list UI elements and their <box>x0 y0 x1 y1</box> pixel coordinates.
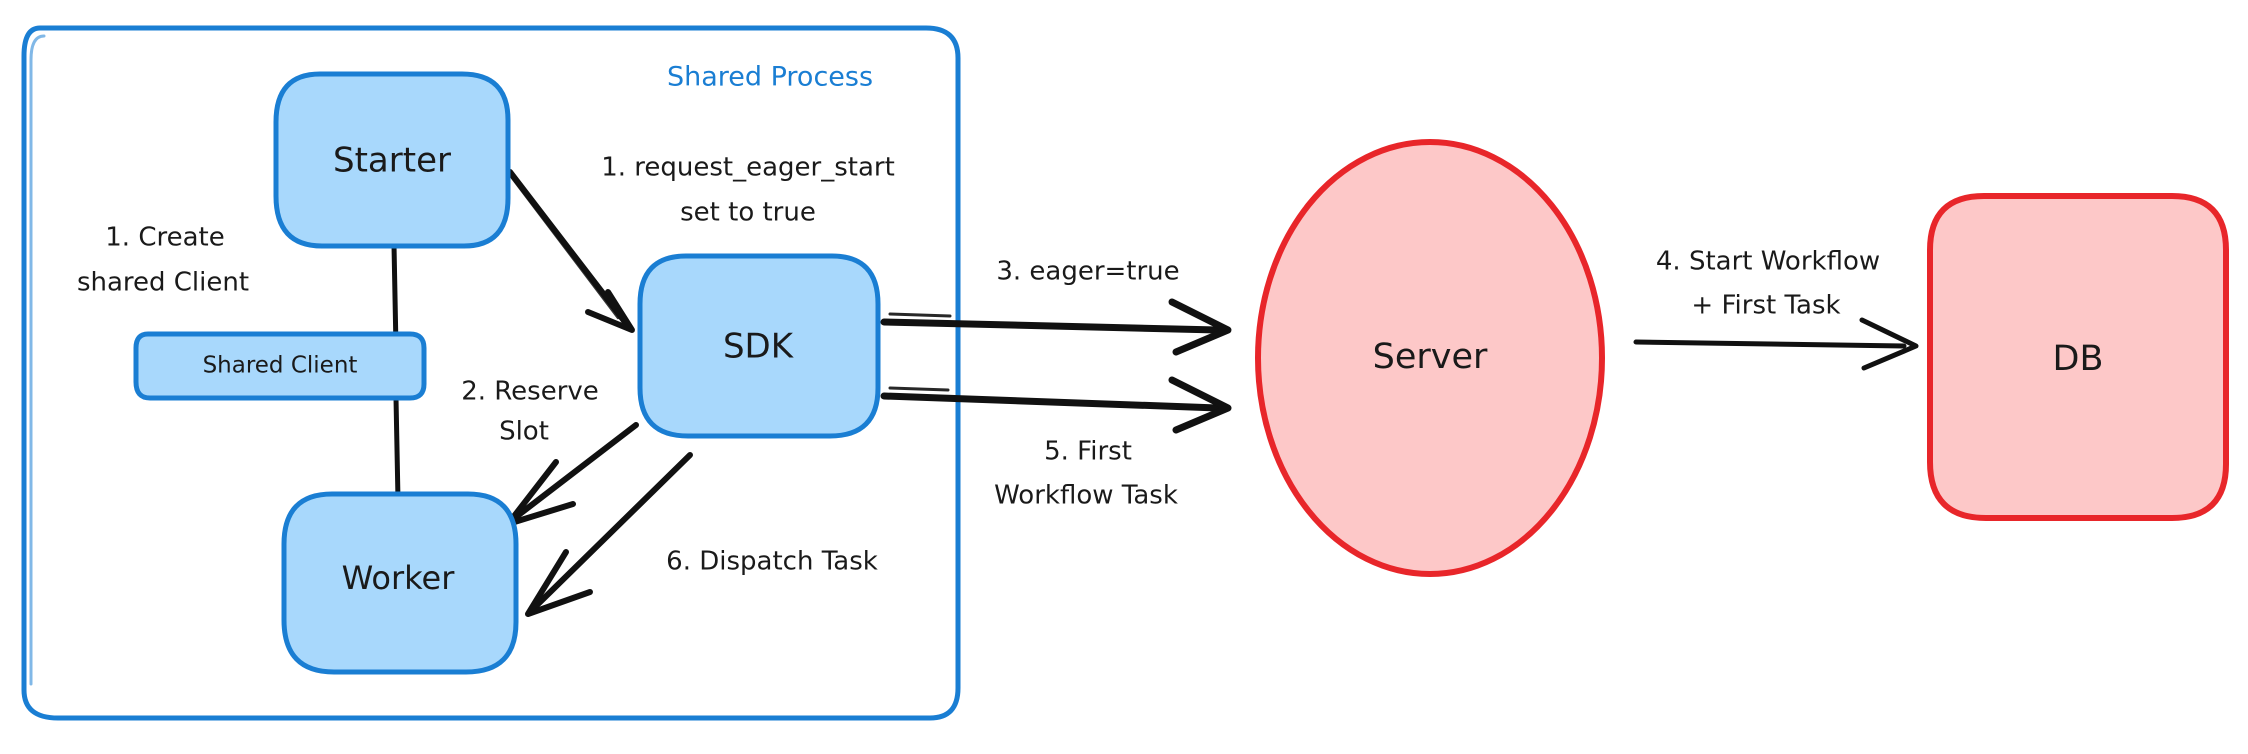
starter-label: Starter <box>333 141 451 181</box>
db-label: DB <box>2053 339 2104 379</box>
arrowhead-icon <box>1168 298 1232 356</box>
edge-starter-to-sdk <box>507 169 635 333</box>
arrowhead-icon <box>585 289 635 333</box>
node-db[interactable]: DB <box>1927 193 2229 521</box>
shared-client-shape <box>133 331 427 401</box>
edge-line <box>509 422 639 523</box>
node-starter[interactable]: Starter <box>273 71 511 249</box>
edge-line-sketch <box>888 386 950 392</box>
edge-label-line2: set to true <box>680 198 816 228</box>
edge-line <box>531 452 693 611</box>
edge-label-line2: Workflow Task <box>994 481 1178 511</box>
edge-label-dispatch-task: 6. Dispatch Task <box>666 547 878 577</box>
edge-label-create-shared-client: 1. Create shared Client <box>77 223 249 298</box>
node-shared-client[interactable]: Shared Client <box>133 331 427 401</box>
arrowhead-icon <box>1859 317 1919 371</box>
edge-label-request-eager-start: 1. request_eager_start set to true <box>601 153 895 228</box>
edge-label-eager-true: 3. eager=true <box>996 257 1179 287</box>
edge-label-line1: 1. Create <box>105 223 224 253</box>
edge-label-line2: Slot <box>499 417 549 447</box>
edge-line <box>880 392 1222 412</box>
shared-process-border-sketch <box>29 34 46 686</box>
edge-line-sketch <box>510 176 620 320</box>
edge-sdk-to-server-firsttask <box>880 376 1232 434</box>
edge-line-starter-sharedclient <box>391 242 399 351</box>
server-shape <box>1255 139 1605 577</box>
edge-label-line2: shared Client <box>77 268 249 298</box>
edge-label-reserve-slot: 2. Reserve Slot <box>461 377 599 447</box>
node-server[interactable]: Server <box>1255 139 1605 577</box>
edge-starter-sharedclient-worker <box>391 242 401 503</box>
edge-label-start-workflow: 4. Start Workflow + First Task <box>1656 247 1880 321</box>
db-shape <box>1927 193 2229 521</box>
node-sdk[interactable]: SDK <box>637 253 881 439</box>
shared-process-border <box>21 25 961 721</box>
edge-label-line1: 6. Dispatch Task <box>666 547 878 577</box>
worker-label: Worker <box>342 559 456 597</box>
node-worker[interactable]: Worker <box>281 491 519 675</box>
edge-label-line2: + First Task <box>1691 291 1840 321</box>
edge-label-line1: 3. eager=true <box>996 257 1179 287</box>
server-label: Server <box>1373 337 1488 377</box>
edge-label-line1: 1. request_eager_start <box>601 153 895 183</box>
shared-client-label: Shared Client <box>203 353 358 379</box>
edge-label-line1: 4. Start Workflow <box>1656 247 1880 277</box>
edge-label-line1: 5. First <box>1044 437 1132 467</box>
edge-line <box>1633 339 1907 349</box>
starter-shape <box>273 71 511 249</box>
shared-process-title: Shared Process <box>667 62 873 93</box>
edge-sdk-to-server-eager <box>880 298 1232 356</box>
edge-sdk-to-worker-dispatch <box>525 452 693 617</box>
edge-line <box>507 169 628 325</box>
edge-line-sketch <box>888 312 952 318</box>
server-shape-sketch <box>1304 146 1392 208</box>
arrowhead-icon <box>525 549 593 617</box>
sdk-shape <box>637 253 881 439</box>
edge-line <box>880 318 1222 334</box>
group-shared-process: Shared Process <box>21 25 961 721</box>
edge-label-first-workflow-task: 5. First Workflow Task <box>994 437 1178 511</box>
edge-server-to-db <box>1633 317 1919 371</box>
sdk-label: SDK <box>723 327 795 367</box>
edge-line-sharedclient-worker <box>393 395 401 503</box>
worker-shape <box>281 491 519 675</box>
arrowhead-icon <box>1168 376 1232 434</box>
edge-label-line1: 2. Reserve <box>461 377 599 407</box>
